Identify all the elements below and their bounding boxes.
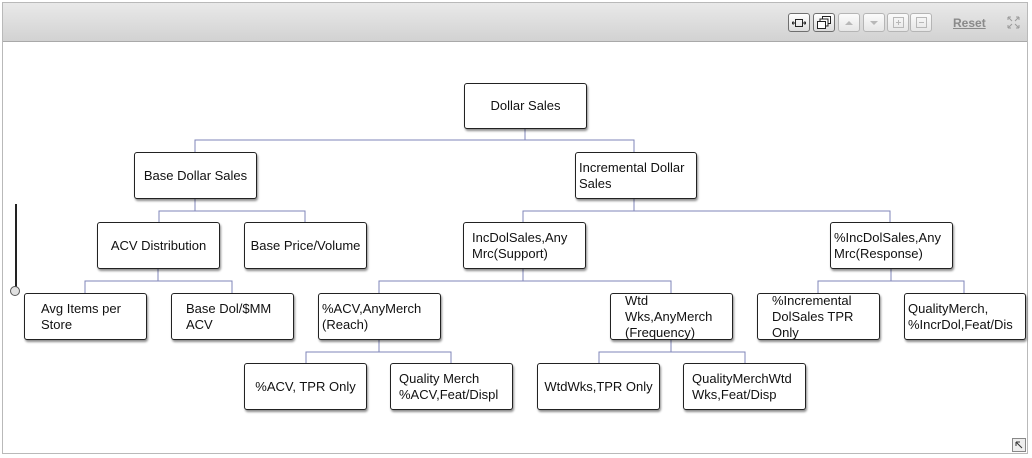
node-label: Wtd Wks,AnyMerch (Frequency)	[625, 293, 713, 340]
cascade-button[interactable]	[813, 13, 835, 32]
fullscreen-icon[interactable]	[1007, 16, 1020, 29]
node-dollar-sales[interactable]: Dollar Sales	[464, 83, 587, 129]
node-pct-incremental-dolsales-tpr[interactable]: %Incremental DolSales TPR Only	[757, 293, 880, 340]
tree-connectors	[84, 129, 965, 363]
node-label: Base Dol/$MM ACV	[186, 300, 272, 332]
node-acv-distribution[interactable]: ACV Distribution	[97, 222, 220, 269]
node-label: %ACV, TPR Only	[255, 378, 356, 394]
node-label: %Incremental DolSales TPR Only	[772, 293, 854, 340]
node-quality-merch-wtd-wks[interactable]: QualityMerchWtd Wks,Feat/Disp	[683, 363, 806, 410]
move-up-icon	[845, 20, 853, 25]
arrow-up-left-icon	[1015, 441, 1023, 449]
node-wtdwks-tpr-only[interactable]: WtdWks,TPR Only	[537, 363, 660, 410]
expand-all-button[interactable]	[887, 13, 909, 32]
node-label: Avg Items per Store	[41, 300, 121, 332]
fit-to-screen-icon	[792, 18, 806, 27]
node-label: IncDolSales,Any Mrc(Support)	[472, 229, 568, 261]
node-pct-acv-reach[interactable]: %ACV,AnyMerch (Reach)	[318, 293, 441, 340]
node-wtd-wks-frequency[interactable]: Wtd Wks,AnyMerch (Frequency)	[610, 293, 733, 340]
zoom-slider-track[interactable]	[15, 204, 17, 291]
node-label: ACV Distribution	[110, 237, 207, 253]
node-label: %ACV,AnyMerch (Reach)	[322, 300, 422, 332]
node-avg-items-per-store[interactable]: Avg Items per Store	[24, 293, 147, 340]
node-label: WtdWks,TPR Only	[544, 378, 653, 394]
fit-to-screen-button[interactable]	[788, 13, 810, 32]
node-label: QualityMerch, %IncrDol,Feat/Dis	[908, 300, 1013, 332]
move-down-icon	[870, 20, 878, 25]
node-base-dol-mm-acv[interactable]: Base Dol/$MM ACV	[171, 293, 294, 340]
node-pct-incdolsales-response[interactable]: %IncDolSales,Any Mrc(Response)	[830, 222, 953, 269]
move-down-button[interactable]	[863, 13, 885, 32]
zoom-slider-handle[interactable]	[10, 286, 20, 296]
toolbar: Reset	[3, 3, 1027, 42]
node-label: %IncDolSales,Any Mrc(Response)	[834, 229, 941, 261]
node-label: Base Price/Volume	[250, 237, 361, 253]
node-label: Incremental Dollar Sales	[579, 159, 685, 191]
cascade-icon	[817, 16, 831, 29]
node-base-dollar-sales[interactable]: Base Dollar Sales	[134, 152, 257, 199]
collapse-all-button[interactable]	[910, 13, 932, 32]
node-label: Quality Merch %ACV,Feat/Displ	[399, 370, 499, 402]
node-quality-merch-incr-dol[interactable]: QualityMerch, %IncrDol,Feat/Dis	[904, 293, 1026, 340]
node-label: QualityMerchWtd Wks,Feat/Disp	[692, 370, 792, 402]
node-incdolsales-support[interactable]: IncDolSales,Any Mrc(Support)	[463, 222, 586, 269]
collapse-all-icon	[915, 17, 927, 28]
reset-link[interactable]: Reset	[953, 16, 986, 30]
move-up-button[interactable]	[838, 13, 860, 32]
node-label: Base Dollar Sales	[143, 167, 248, 183]
node-incremental-dollar-sales[interactable]: Incremental Dollar Sales	[575, 152, 697, 199]
diagram-canvas[interactable]: Dollar Sales Base Dollar Sales Increment…	[3, 42, 1027, 455]
node-pct-acv-tpr-only[interactable]: %ACV, TPR Only	[244, 363, 367, 410]
node-quality-merch-acv[interactable]: Quality Merch %ACV,Feat/Displ	[390, 363, 513, 410]
expand-all-icon	[892, 17, 904, 28]
node-label: Dollar Sales	[490, 98, 561, 113]
node-base-price-volume[interactable]: Base Price/Volume	[244, 222, 367, 269]
resize-corner-button[interactable]	[1012, 438, 1026, 452]
